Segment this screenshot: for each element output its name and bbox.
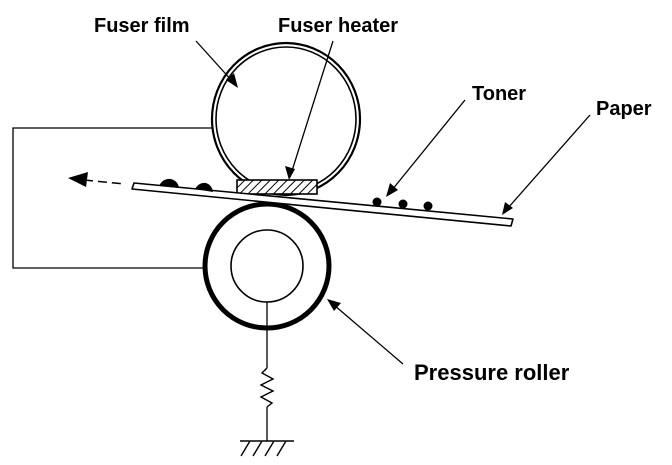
leader-paper	[502, 114, 591, 215]
fuser-film	[210, 41, 362, 197]
resistor-icon	[259, 367, 275, 408]
fused-toner-particle	[195, 182, 213, 192]
leader-fuser-film	[195, 40, 238, 88]
leader-fuser-heater	[285, 40, 334, 180]
label-toner: Toner	[472, 83, 526, 105]
circuit-wire	[12, 127, 233, 269]
paper-sheet	[131, 182, 514, 227]
toner-particle	[372, 197, 382, 207]
pressure-roller	[202, 201, 332, 331]
leader-pressure-roller	[327, 299, 404, 365]
ground-icon	[240, 440, 294, 457]
label-fuser-heater: Fuser heater	[278, 15, 398, 37]
fuser-heater	[236, 179, 318, 195]
toner-particle	[398, 199, 408, 209]
leader-toner	[386, 99, 466, 197]
fused-toner-particle	[159, 178, 179, 188]
toner-particle	[423, 201, 433, 211]
label-paper: Paper	[596, 98, 652, 120]
label-fuser-film: Fuser film	[94, 15, 190, 37]
arrow-left-icon	[68, 172, 125, 187]
label-pressure-roller: Pressure roller	[414, 360, 570, 385]
